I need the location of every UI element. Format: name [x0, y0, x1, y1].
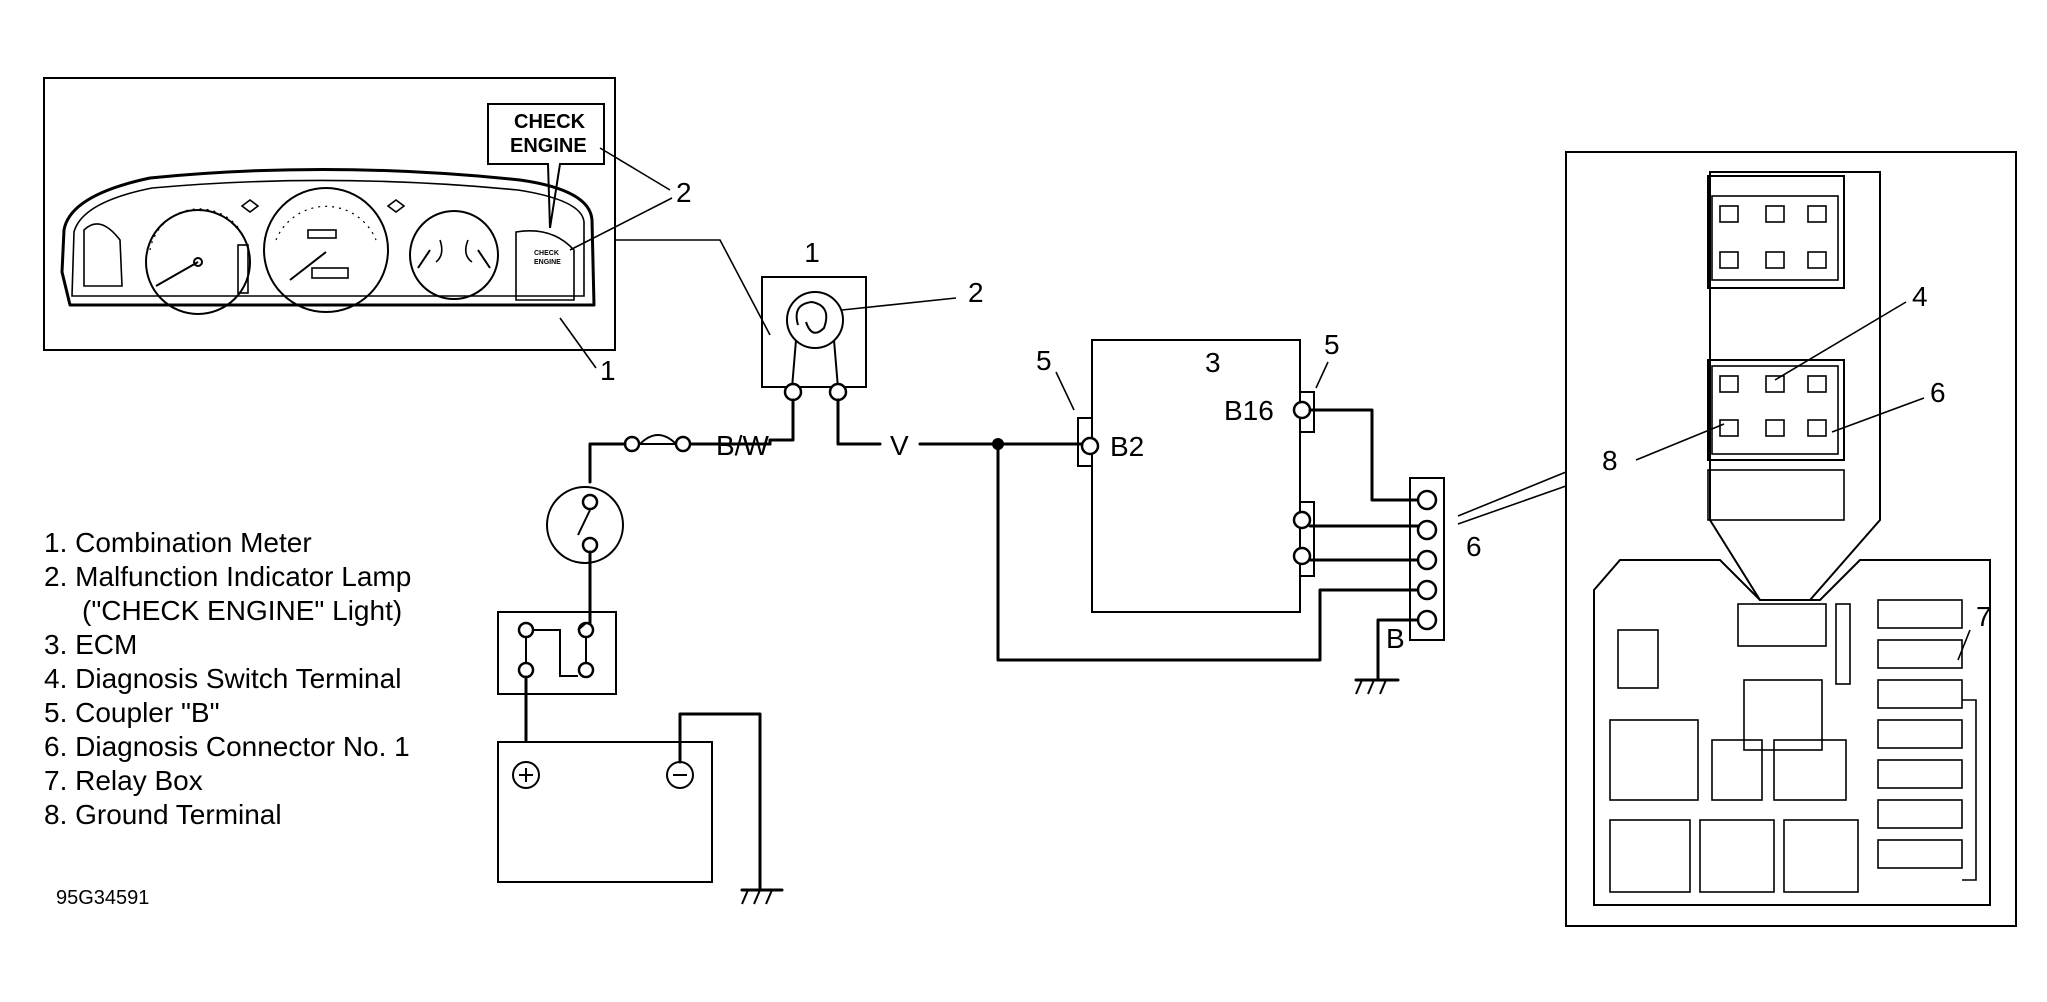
ground-symbol-icon	[740, 888, 784, 905]
svg-text:ENGINE: ENGINE	[534, 259, 561, 266]
meter-lamp-block: 1 2	[761, 237, 984, 402]
tachometer-gauge	[145, 208, 251, 315]
check-engine-text-2: ENGINE	[510, 135, 587, 157]
lamp-bulb-icon	[786, 291, 844, 349]
callout-2-inset: 2	[676, 177, 692, 208]
legend-item-6: 6. Diagnosis Connector No. 1	[44, 731, 410, 762]
mil-panel	[515, 230, 575, 301]
legend-item-5: 5. Coupler "B"	[44, 697, 220, 728]
legend-item-1: 1. Combination Meter	[44, 527, 312, 558]
callout-5-right: 5	[1324, 329, 1340, 360]
callout-6-connector: 6	[1466, 531, 1482, 562]
legend: 1. Combination Meter 2. Malfunction Indi…	[44, 527, 411, 830]
v-circuit: V	[836, 398, 1427, 662]
wire-label-b: B	[1386, 623, 1405, 654]
speedometer-gauge	[263, 187, 389, 313]
fuse-block-icon	[497, 608, 617, 742]
legend-item-4: 4. Diagnosis Switch Terminal	[44, 663, 401, 694]
callout-4: 4	[1912, 281, 1928, 312]
ignition-switch-icon	[546, 486, 624, 612]
relay-box-body	[1593, 559, 1991, 906]
callout-3: 3	[1205, 347, 1221, 378]
terminal-b16: B16	[1224, 395, 1274, 426]
relay-box-inset: 4 6 8 7	[1565, 151, 2017, 927]
legend-item-8: 8. Ground Terminal	[44, 799, 282, 830]
cluster-outline	[60, 167, 596, 307]
svg-text:CHECK: CHECK	[534, 250, 559, 257]
terminal-b2: B2	[1110, 431, 1144, 462]
callout-7: 7	[1976, 601, 1992, 632]
combination-meter-inset: CHECK ENGINE CHECK ENGINE 2 1	[43, 77, 692, 386]
check-engine-callout	[487, 103, 605, 229]
wire-label-v: V	[890, 430, 909, 461]
diagnosis-connector: 6	[1409, 471, 1567, 641]
callout-6-relay: 6	[1930, 377, 1946, 408]
ecm-block: 3 B2 5 B16 5	[1036, 329, 1340, 613]
callout-8: 8	[1602, 445, 1618, 476]
legend-item-2: 2. Malfunction Indicator Lamp	[44, 561, 411, 592]
battery-plus-icon	[512, 761, 540, 789]
ground-symbol-icon-2	[1354, 678, 1400, 695]
wire-label-bw: B/W	[716, 430, 769, 461]
callout-1-meter: 1	[804, 237, 820, 268]
legend-item-3: 3. ECM	[44, 629, 137, 660]
legend-item-2-sub: ("CHECK ENGINE" Light)	[82, 595, 402, 626]
callout-2-meter: 2	[968, 277, 984, 308]
callout-5-left: 5	[1036, 345, 1052, 376]
figure-code: 95G34591	[56, 887, 149, 909]
battery-icon	[497, 712, 762, 892]
legend-item-7: 7. Relay Box	[44, 765, 203, 796]
callout-1-inset: 1	[600, 355, 616, 386]
bw-circuit: B/W	[497, 398, 795, 905]
fuse-icon	[623, 434, 692, 453]
ecm-to-diag-wires: B	[1308, 408, 1427, 695]
fuel-temp-gauge	[409, 210, 499, 300]
check-engine-text-1: CHECK	[514, 111, 586, 133]
